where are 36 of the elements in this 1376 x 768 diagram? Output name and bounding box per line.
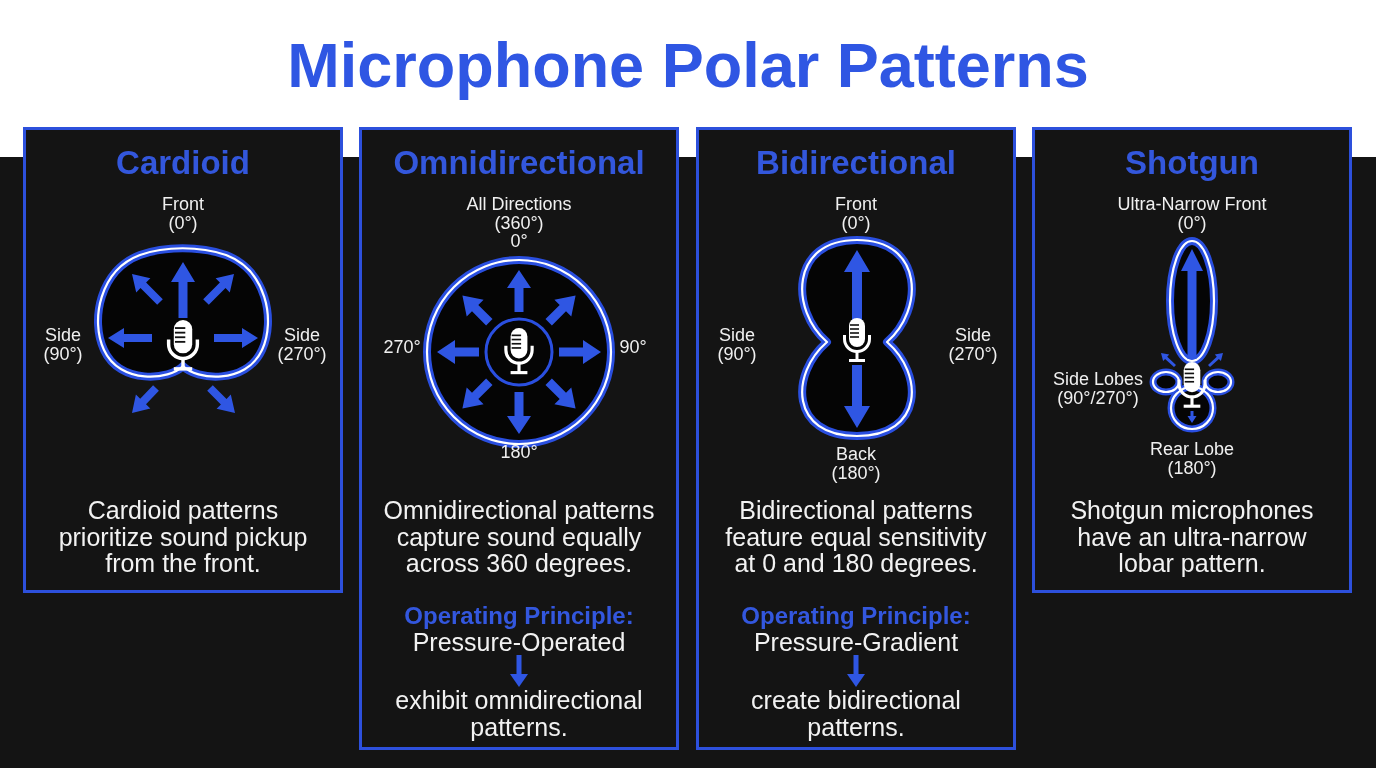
angle-label: Side (270°) — [947, 326, 999, 364]
diagram-title: Microphone Polar Patterns — [287, 29, 1089, 101]
angle-label: 90° — [619, 338, 647, 357]
angle-label: All Directions (360°) — [465, 195, 573, 233]
card-description: Omnidirectional patterns capture sound equally across 360 degrees. — [382, 497, 656, 577]
principle-heading: Operating Principle: — [404, 603, 634, 629]
angle-label: Back (180°) — [830, 445, 882, 483]
angle-label: 0° — [510, 232, 528, 251]
arrow — [510, 655, 528, 687]
angle-label: Front (0°) — [834, 195, 878, 233]
angle-label: 180° — [500, 443, 538, 462]
angle-label: 270° — [383, 338, 421, 357]
pattern-card — [1032, 127, 1352, 593]
card-heading: Shotgun — [1125, 144, 1259, 182]
angle-label: Side (90°) — [42, 326, 84, 364]
angle-label: Side Lobes (90°/270°) — [1051, 370, 1145, 408]
principle-heading: Operating Principle: — [741, 603, 971, 629]
card-heading: Omnidirectional — [393, 144, 645, 182]
card-description: Shotgun microphones have an ultra-narrow lobar pattern. — [1069, 497, 1315, 577]
card-description: Cardioid patterns prioritize sound pickup from the front. — [57, 497, 309, 577]
card-heading: Cardioid — [116, 144, 250, 182]
card-heading: Bidirectional — [756, 144, 956, 182]
angle-label: Ultra-Narrow Front (0°) — [1116, 195, 1268, 233]
angle-label: Rear Lobe (180°) — [1148, 440, 1236, 478]
angle-label: Side (90°) — [716, 326, 758, 364]
pattern-card — [359, 127, 679, 750]
arrow — [847, 655, 865, 687]
angle-label: Front (0°) — [161, 195, 205, 233]
result-text: create bidirectional patterns. — [750, 687, 962, 740]
principle-text: Pressure-Gradient — [753, 629, 959, 655]
angle-label: Side (270°) — [276, 326, 328, 364]
card-description: Bidirectional patterns feature equal sensitivity at 0 and 180 degrees. — [724, 497, 988, 577]
pattern-card — [23, 127, 343, 593]
principle-text: Pressure-Operated — [412, 629, 626, 655]
result-text: exhibit omnidirectional patterns. — [394, 687, 644, 740]
pattern-card — [696, 127, 1016, 750]
